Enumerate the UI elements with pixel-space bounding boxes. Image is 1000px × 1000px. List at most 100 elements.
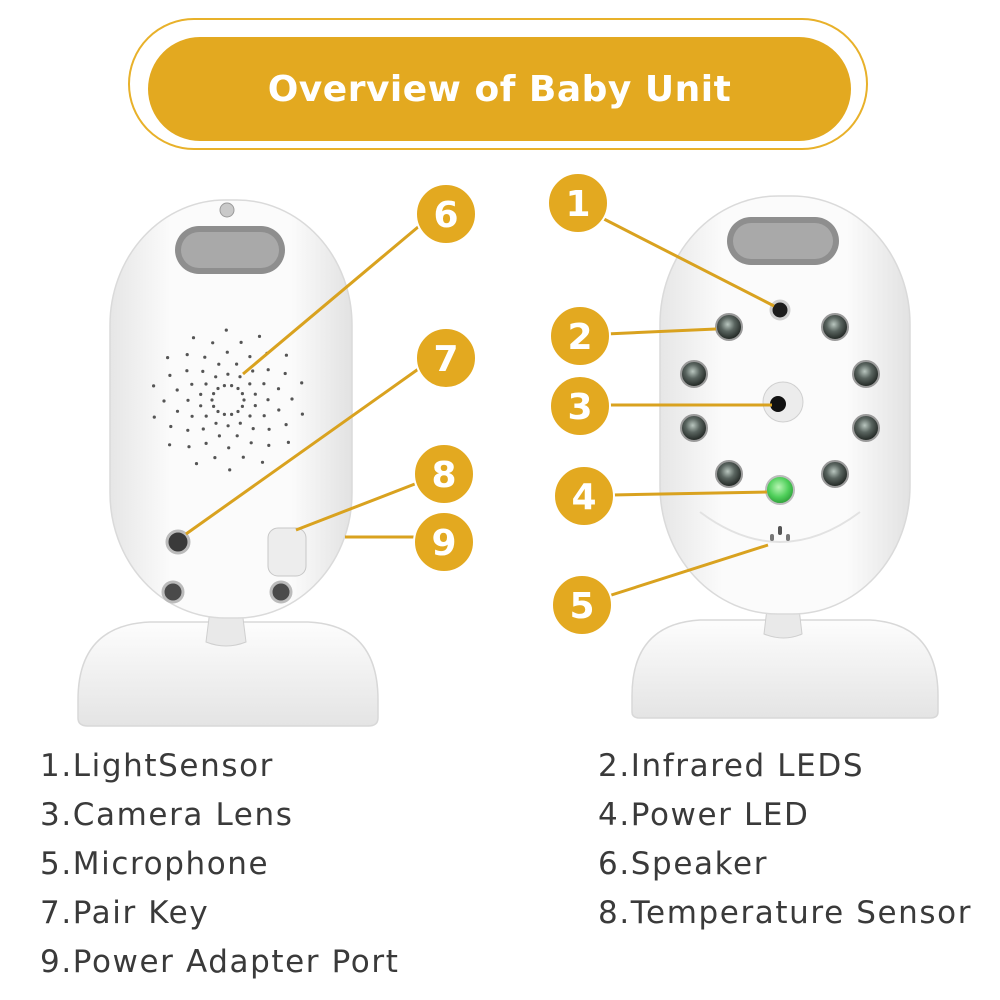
callout-1: 1 xyxy=(547,172,609,234)
speaker-hole xyxy=(267,427,271,431)
speaker-hole xyxy=(251,369,255,373)
speaker-hole xyxy=(169,424,173,429)
speaker-hole xyxy=(185,353,189,357)
speaker-hole xyxy=(284,353,288,357)
speaker-hole xyxy=(201,369,205,373)
speaker-hole xyxy=(217,362,221,366)
callout-number: 8 xyxy=(431,455,456,496)
speaker-grille xyxy=(152,328,304,472)
speaker-hole xyxy=(249,441,253,445)
speaker-hole xyxy=(162,399,166,403)
power-port-icon xyxy=(161,580,185,604)
screw-icon xyxy=(219,202,235,218)
speaker-hole xyxy=(190,382,194,386)
speaker-hole xyxy=(191,336,196,340)
power-port-icon xyxy=(269,580,293,604)
leader-line-1 xyxy=(601,216,775,308)
baby-unit-diagram: 1 2 3 4 5 6 7 8 xyxy=(77,172,939,727)
legend-item-speaker: 6.Speaker xyxy=(598,846,769,882)
speaker-hole xyxy=(241,455,245,459)
legend-item-temperature-sensor: 8.Temperature Sensor xyxy=(598,895,973,931)
speaker-hole xyxy=(286,440,290,444)
speaker-hole xyxy=(253,392,257,396)
speaker-hole xyxy=(277,408,281,412)
infrared-led-icon xyxy=(821,460,849,488)
speaker-hole xyxy=(217,434,221,438)
speaker-hole xyxy=(204,382,208,386)
callout-7: 7 xyxy=(415,327,477,389)
speaker-hole xyxy=(152,415,156,419)
callout-number: 2 xyxy=(567,317,592,358)
speaker-hole xyxy=(204,414,208,418)
speaker-hole xyxy=(230,384,234,388)
speaker-hole xyxy=(253,404,257,408)
legend-item-light-sensor: 1.LightSensor xyxy=(40,748,275,784)
infrared-leds xyxy=(680,313,880,488)
speaker-hole xyxy=(236,409,240,414)
callout-number: 9 xyxy=(431,523,456,564)
callout-2: 2 xyxy=(549,305,611,367)
callout-number: 5 xyxy=(569,586,594,627)
camera-lens-icon xyxy=(770,396,786,412)
speaker-hole xyxy=(283,371,287,376)
legend-item-infrared-leds: 2.Infrared LEDS xyxy=(598,748,865,784)
stand-base xyxy=(77,621,379,727)
legend-item-power-adapter-port: 9.Power Adapter Port xyxy=(40,944,400,980)
speaker-hole xyxy=(236,386,240,391)
speaker-hole xyxy=(230,412,234,416)
speaker-hole xyxy=(262,414,266,418)
speaker-hole xyxy=(210,398,214,402)
callouts: 1 2 3 4 5 6 7 8 xyxy=(413,172,615,636)
callout-number: 3 xyxy=(567,387,592,428)
speaker-hole xyxy=(152,384,156,388)
speaker-hole xyxy=(168,443,172,447)
speaker-hole xyxy=(300,381,304,385)
speaker-hole xyxy=(204,441,208,445)
speaker-hole xyxy=(276,387,281,391)
speaker-hole xyxy=(284,423,288,427)
infrared-led-icon xyxy=(715,313,743,341)
speaker-hole xyxy=(240,392,244,396)
callout-8: 8 xyxy=(413,443,475,505)
speaker-hole xyxy=(227,446,231,450)
leader-lines xyxy=(185,216,775,600)
speaker-hole xyxy=(228,468,232,472)
speaker-hole xyxy=(214,421,218,425)
leader-line-6 xyxy=(242,220,425,376)
leader-line-8 xyxy=(295,480,421,532)
speaker-hole xyxy=(300,412,304,416)
speaker-hole xyxy=(194,462,199,466)
speaker-hole xyxy=(239,340,243,344)
speaker-hole xyxy=(168,373,172,377)
speaker-hole xyxy=(185,369,189,373)
callout-5: 5 xyxy=(551,574,613,636)
speaker-hole xyxy=(240,404,244,408)
callout-9: 9 xyxy=(413,511,475,573)
speaker-hole xyxy=(257,334,262,338)
front-panel-contour xyxy=(699,511,861,543)
page-title: Overview of Baby Unit xyxy=(148,37,851,141)
speaker-hole xyxy=(203,355,207,359)
infrared-led-icon xyxy=(680,360,708,388)
speaker-hole xyxy=(212,404,216,408)
speaker-hole xyxy=(235,362,239,366)
speaker-hole xyxy=(216,386,220,391)
legend-item-camera-lens: 3.Camera Lens xyxy=(40,797,294,833)
infrared-led-icon xyxy=(821,313,849,341)
hang-loop-inner xyxy=(181,232,279,268)
legend-item-microphone: 5.Microphone xyxy=(40,846,270,882)
light-sensor-icon xyxy=(769,299,791,321)
speaker-hole xyxy=(190,414,194,418)
speaker-hole xyxy=(251,427,255,431)
speaker-hole xyxy=(175,409,180,413)
callout-3: 3 xyxy=(549,375,611,437)
speaker-hole xyxy=(226,372,230,376)
speaker-hole xyxy=(212,392,216,396)
pair-key-icon xyxy=(165,529,191,555)
speaker-hole xyxy=(199,404,203,408)
callout-number: 4 xyxy=(571,477,596,518)
callout-number: 6 xyxy=(433,195,458,236)
callout-6: 6 xyxy=(415,183,477,245)
temperature-sensor-icon xyxy=(267,527,307,577)
callout-4: 4 xyxy=(553,465,615,527)
